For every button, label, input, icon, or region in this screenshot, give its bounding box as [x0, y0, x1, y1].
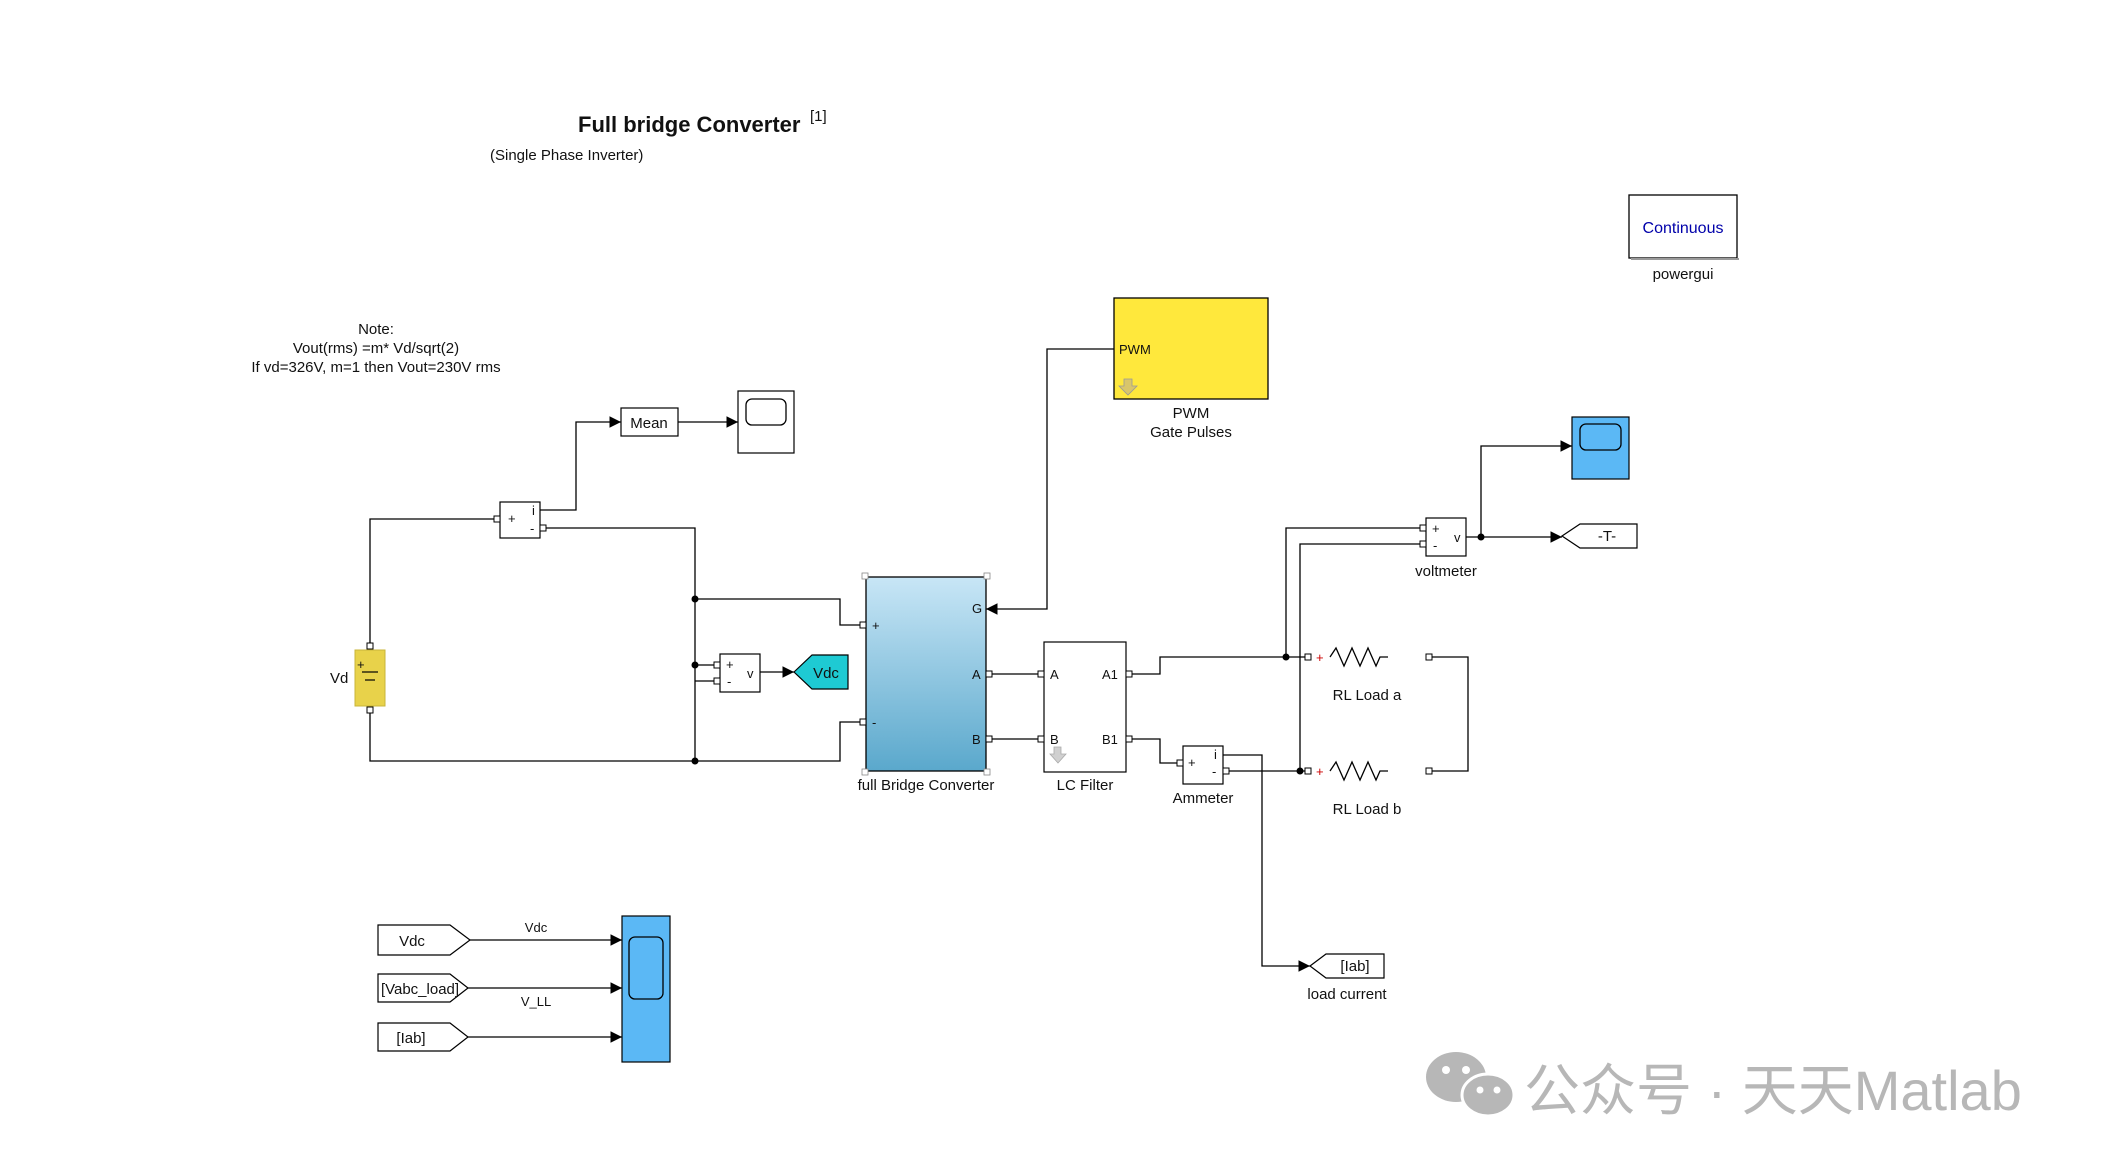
- powergui-mode: Continuous: [1643, 220, 1724, 237]
- full-bridge-converter-block[interactable]: + - G A B: [859, 572, 993, 776]
- main-scope-block[interactable]: [621, 915, 671, 1063]
- source-label: Vd: [330, 670, 348, 687]
- wechat-icon: [1426, 1052, 1516, 1118]
- lc-port-b1: B1: [1102, 732, 1118, 747]
- note-line-3: If vd=326V, m=1 then Vout=230V rms: [251, 359, 500, 376]
- mean-scope-block[interactable]: [737, 390, 795, 454]
- load-current-label: load current: [1307, 986, 1387, 1003]
- mean-block[interactable]: Mean: [620, 407, 679, 437]
- page-title: Full bridge Converter: [578, 112, 801, 137]
- from-iab[interactable]: [Iab]: [377, 1022, 469, 1052]
- lc-port-b: B: [1050, 732, 1059, 747]
- voltmeter-block[interactable]: + - v: [1419, 517, 1467, 557]
- voltmeter-plus: +: [1432, 521, 1440, 536]
- note-line-1: Note:: [358, 321, 394, 338]
- dc-voltage-plus: +: [726, 657, 734, 672]
- powergui-label: powergui: [1653, 266, 1714, 283]
- pwm-generator-block[interactable]: PWM: [1113, 297, 1269, 400]
- ammeter-i: i: [1214, 747, 1217, 762]
- ammeter-plus: +: [1188, 755, 1196, 770]
- dc-current-sensor[interactable]: + i -: [493, 501, 547, 539]
- converter-port-minus: -: [872, 715, 876, 730]
- rl-load-b-label: RL Load b: [1333, 801, 1402, 818]
- from-vabc-load[interactable]: [Vabc_load]: [377, 973, 469, 1003]
- vdc-goto-tag[interactable]: Vdc: [793, 654, 849, 690]
- voltmeter-v: v: [1454, 530, 1461, 545]
- pwm-label-1: PWM: [1173, 405, 1210, 422]
- dc-voltage-source[interactable]: +: [354, 642, 386, 714]
- converter-port-g: G: [972, 601, 982, 616]
- voltmeter-label: voltmeter: [1415, 563, 1477, 580]
- lc-port-a1: A1: [1102, 667, 1118, 682]
- signal-vll-label: V_LL: [521, 994, 551, 1009]
- title-reference: [1]: [810, 108, 827, 125]
- note-line-2: Vout(rms) =m* Vd/sqrt(2): [293, 340, 459, 357]
- ammeter-label: Ammeter: [1173, 790, 1234, 807]
- converter-label: full Bridge Converter: [858, 777, 995, 794]
- load-current-tag: [Iab]: [1340, 958, 1369, 975]
- from-vdc[interactable]: Vdc: [377, 924, 471, 956]
- signal-vdc-label: Vdc: [525, 920, 548, 935]
- dc-voltage-v: v: [747, 666, 754, 681]
- converter-port-plus: +: [872, 618, 880, 633]
- ammeter-minus: -: [1212, 764, 1216, 779]
- voltage-scope-block[interactable]: [1571, 416, 1630, 480]
- converter-port-b: B: [972, 732, 981, 747]
- pwm-port-label: PWM: [1119, 342, 1151, 357]
- converter-port-a: A: [972, 667, 981, 682]
- watermark-text: 公众号 · 天天Matlab: [1524, 1059, 2022, 1122]
- dc-current-plus: +: [508, 511, 516, 526]
- svg-text:+: +: [1316, 650, 1324, 665]
- lc-filter-block[interactable]: A B A1 B1: [1037, 641, 1133, 773]
- arrow-down-icon: [1049, 746, 1067, 764]
- load-current-goto[interactable]: [Iab]: [1309, 953, 1385, 979]
- lc-filter-label: LC Filter: [1057, 777, 1114, 794]
- pwm-label-2: Gate Pulses: [1150, 424, 1232, 441]
- watermark: 公众号 · 天天Matlab: [1426, 1052, 2022, 1122]
- rl-load-a-label: RL Load a: [1333, 687, 1402, 704]
- lc-port-a: A: [1050, 667, 1059, 682]
- dc-voltage-sensor[interactable]: + - v: [713, 653, 761, 693]
- t-goto-label: -T-: [1598, 528, 1616, 545]
- powergui-block[interactable]: Continuous: [1628, 194, 1739, 260]
- page-subtitle: (Single Phase Inverter): [490, 147, 643, 164]
- dc-current-i: i: [532, 503, 535, 518]
- from-vabc-label: [Vabc_load]: [381, 981, 459, 998]
- rl-load-b[interactable]: +: [1304, 760, 1433, 782]
- mean-label: Mean: [630, 415, 668, 432]
- rl-load-a[interactable]: +: [1304, 646, 1433, 668]
- dc-voltage-minus: -: [727, 674, 731, 689]
- from-iab-label: [Iab]: [396, 1030, 425, 1047]
- ammeter-block[interactable]: + i -: [1176, 745, 1230, 785]
- from-vdc-label: Vdc: [399, 933, 425, 950]
- vdc-goto-label: Vdc: [813, 665, 839, 682]
- arrow-down-icon: [1118, 378, 1138, 396]
- t-goto-tag[interactable]: -T-: [1560, 523, 1638, 549]
- svg-text:+: +: [1316, 764, 1324, 779]
- dc-current-minus: -: [530, 521, 534, 536]
- wires: [369, 348, 1572, 1043]
- voltmeter-minus: -: [1433, 538, 1437, 553]
- source-plus: +: [357, 657, 365, 672]
